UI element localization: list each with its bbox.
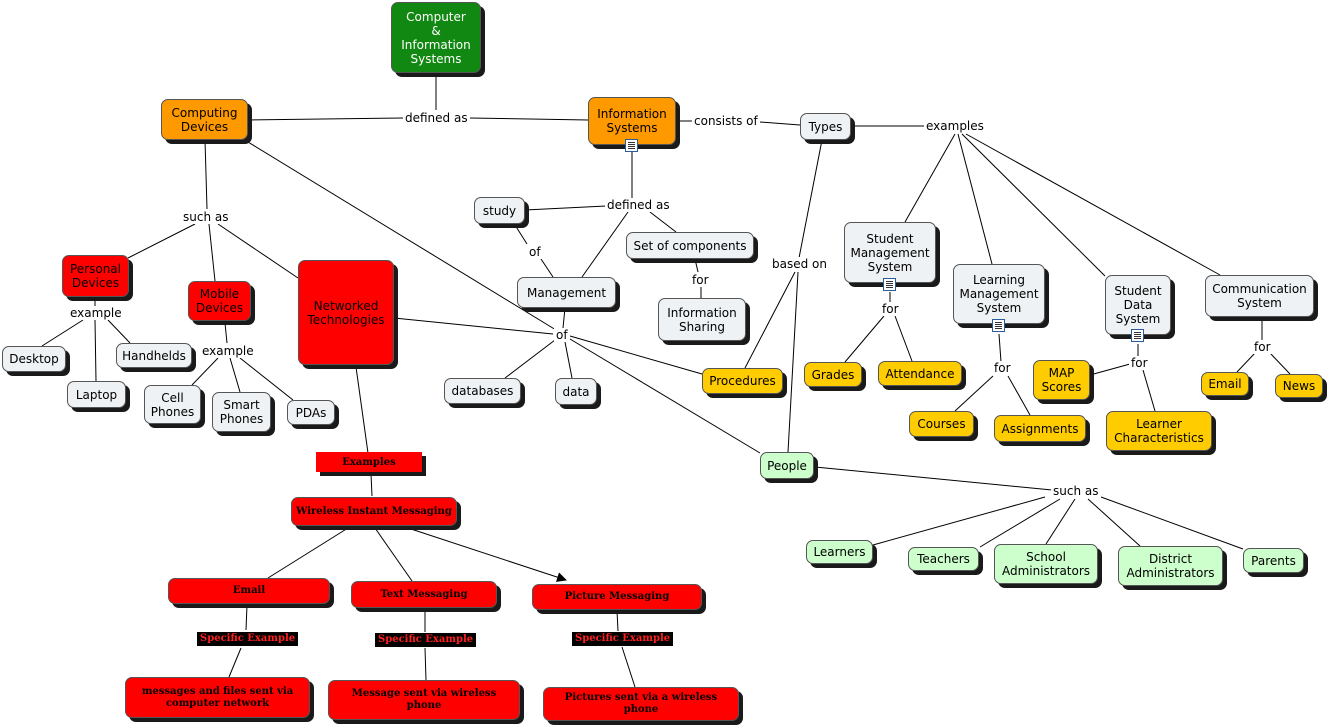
school-administrators-node[interactable]: School Administrators	[994, 544, 1098, 584]
pdas-node[interactable]: PDAs	[287, 400, 335, 425]
teachers-node[interactable]: Teachers	[908, 547, 979, 571]
specific-example-label: Specific Example	[375, 633, 477, 647]
grades-node[interactable]: Grades	[804, 362, 862, 387]
text-messaging-node[interactable]: Text Messaging	[351, 581, 497, 608]
cell-phones-node[interactable]: Cell Phones	[144, 385, 201, 424]
examples-banner[interactable]: Examples	[316, 452, 422, 472]
student-data-system-node[interactable]: Student Data System	[1105, 275, 1171, 335]
link-label-example-2: example	[200, 344, 256, 358]
study-node[interactable]: study	[474, 197, 525, 224]
link-label-of-2: of	[554, 328, 570, 342]
procedures-node[interactable]: Procedures	[702, 368, 783, 394]
document-icon[interactable]	[883, 278, 896, 291]
wireless-instant-messaging-node[interactable]: Wireless Instant Messaging	[291, 497, 457, 526]
document-icon[interactable]	[1131, 329, 1144, 342]
link-label-for-2: for	[880, 302, 901, 316]
district-administrators-node[interactable]: District Administrators	[1118, 546, 1223, 586]
people-node[interactable]: People	[760, 452, 814, 479]
assignments-node[interactable]: Assignments	[994, 415, 1086, 442]
link-label-such-as-2: such as	[1051, 484, 1101, 498]
communication-system-node[interactable]: Communication System	[1205, 275, 1314, 317]
email-description-node[interactable]: messages and files sent via computer net…	[125, 677, 310, 718]
student-management-system-node[interactable]: Student Management System	[844, 222, 936, 283]
link-label-for: for	[690, 273, 711, 287]
smart-phones-node[interactable]: Smart Phones	[212, 392, 271, 432]
link-label-defined-as-2: defined as	[605, 198, 672, 212]
networked-technologies-node[interactable]: Networked Technologies	[298, 260, 394, 365]
databases-node[interactable]: databases	[444, 378, 521, 404]
learning-management-system-node[interactable]: Learning Management System	[953, 264, 1045, 324]
link-label-examples: examples	[924, 119, 986, 133]
computer-info-systems-node[interactable]: Computer & Information Systems	[391, 2, 481, 73]
link-label-for-3: for	[992, 361, 1013, 375]
specific-example-label: Specific Example	[572, 632, 674, 646]
desktop-node[interactable]: Desktop	[2, 346, 66, 372]
learners-node[interactable]: Learners	[806, 540, 873, 564]
courses-node[interactable]: Courses	[909, 411, 974, 437]
link-label-for-5: for	[1252, 340, 1273, 354]
specific-example-label: Specific Example	[197, 632, 299, 646]
map-scores-node[interactable]: MAP Scores	[1033, 360, 1090, 400]
attendance-node[interactable]: Attendance	[878, 361, 962, 386]
personal-devices-node[interactable]: Personal Devices	[62, 255, 129, 297]
text-description-node[interactable]: Message sent via wireless phone	[328, 680, 520, 720]
types-node[interactable]: Types	[800, 113, 851, 140]
picture-description-node[interactable]: Pictures sent via a wireless phone	[543, 687, 739, 721]
document-icon[interactable]	[625, 139, 638, 152]
management-node[interactable]: Management	[517, 277, 616, 308]
link-label-of: of	[527, 245, 543, 259]
link-label-such-as: such as	[181, 210, 231, 224]
laptop-node[interactable]: Laptop	[67, 381, 126, 408]
link-label-example: example	[68, 306, 124, 320]
data-node[interactable]: data	[555, 378, 597, 405]
document-icon[interactable]	[992, 319, 1005, 332]
set-of-components-node[interactable]: Set of components	[626, 232, 754, 259]
picture-messaging-node[interactable]: Picture Messaging	[532, 584, 702, 610]
link-label-for-4: for	[1129, 356, 1150, 370]
link-label-consists-of: consists of	[692, 114, 760, 128]
information-systems-node[interactable]: Information Systems	[588, 97, 676, 145]
handhelds-node[interactable]: Handhelds	[116, 343, 192, 368]
computing-devices-node[interactable]: Computing Devices	[161, 99, 248, 140]
link-label-based-on: based on	[770, 257, 829, 271]
email-messaging-node[interactable]: Email	[168, 578, 330, 604]
information-sharing-node[interactable]: Information Sharing	[658, 298, 746, 341]
link-label-defined-as: defined as	[403, 111, 470, 125]
parents-node[interactable]: Parents	[1243, 548, 1304, 573]
learner-characteristics-node[interactable]: Learner Characteristics	[1106, 411, 1212, 451]
news-node[interactable]: News	[1275, 374, 1323, 398]
mobile-devices-node[interactable]: Mobile Devices	[188, 281, 251, 321]
email-comm-node[interactable]: Email	[1201, 372, 1249, 396]
